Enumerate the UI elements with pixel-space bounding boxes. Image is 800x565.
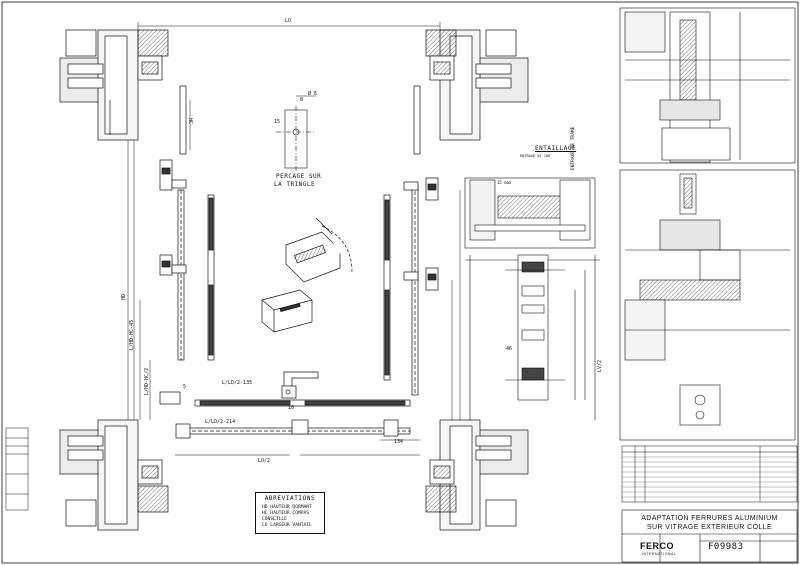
dim-lo: LO: [285, 18, 292, 24]
corner-section-bottom-left: [59, 419, 169, 531]
dim-lv-half: LV/2: [597, 359, 603, 372]
parts-table-rows: [622, 456, 797, 498]
drawing-title-line2: SUR VITRAGE EXTERIEUR COLLE: [646, 524, 773, 531]
drawing-reference: F09983: [708, 542, 744, 552]
dim-10: 10: [288, 405, 295, 411]
keep-detail: [505, 254, 586, 401]
dim-ld-214: L/LD/2-214: [205, 419, 236, 425]
dim-5: 5: [183, 384, 187, 390]
drawing-title-line1: ADAPTATION FERRURES ALUMINIUM: [641, 515, 778, 522]
dim-lo-half: LO/2: [258, 458, 271, 464]
dim-8: 8: [300, 97, 304, 103]
dim-15max: 15 max: [497, 180, 512, 185]
dim-hd-hc: L/HD-HC-45: [129, 319, 135, 350]
dim-hd-half: L/HD-HC/2: [144, 367, 150, 395]
abbreviation-item: CONSEILLE: [262, 517, 287, 522]
entraxe-label: ENTRAXE DE TRAME: [571, 126, 576, 170]
corner-section-top-left: [59, 29, 187, 155]
percage-label-line1: PERCAGE SUR: [276, 173, 322, 180]
corner-piece-exploded: [261, 217, 353, 333]
revision-cartouche: [5, 427, 29, 511]
left-rod-assembly: [159, 159, 215, 361]
abbreviation-item: LO LARGEUR VANTAIL: [262, 523, 312, 528]
dim-hc: HC: [187, 118, 193, 125]
dim-ld-135: L/LD/2-135: [222, 380, 253, 386]
dim-134: 134: [394, 439, 404, 445]
dim-diam6: Ø 6: [308, 91, 318, 97]
corner-section-bottom-right: [425, 419, 529, 531]
entaillage-detail: [464, 177, 600, 420]
company-logo-sub: INTERNATIONAL: [642, 552, 677, 556]
corner-section-top-right: [413, 29, 529, 155]
dim-15: 15: [274, 119, 281, 125]
title-block-frame: [621, 509, 798, 563]
bottom-rod-assembly: [159, 391, 411, 439]
abbreviations-title: ABREVIATIONS: [264, 495, 316, 502]
dim-46: 46: [506, 346, 513, 352]
parts-table: [621, 445, 798, 503]
percage-detail: [276, 95, 316, 172]
abbreviation-item: HC HAUTEUR COMPAS: [262, 511, 310, 516]
abbreviations-box: ABREVIATIONS HD HAUTEUR DORMANT HC HAUTE…: [255, 492, 325, 534]
section-right-middle: [619, 169, 796, 441]
percage-label-line2: LA TRINGLE: [274, 181, 316, 188]
abbreviation-item: HD HAUTEUR DORMANT: [262, 505, 312, 510]
company-logo: FERCO: [640, 541, 674, 551]
dim-hd: HD: [121, 293, 127, 300]
handle-drawing: [281, 371, 319, 399]
right-rod-assembly: [383, 177, 439, 396]
entaillage-label: ENTAILLAGE: [535, 145, 577, 152]
entaillage-sub: ENTRAXE DE 180: [520, 154, 551, 158]
dimension-lines: [127, 22, 461, 456]
section-right-top: [619, 7, 796, 164]
